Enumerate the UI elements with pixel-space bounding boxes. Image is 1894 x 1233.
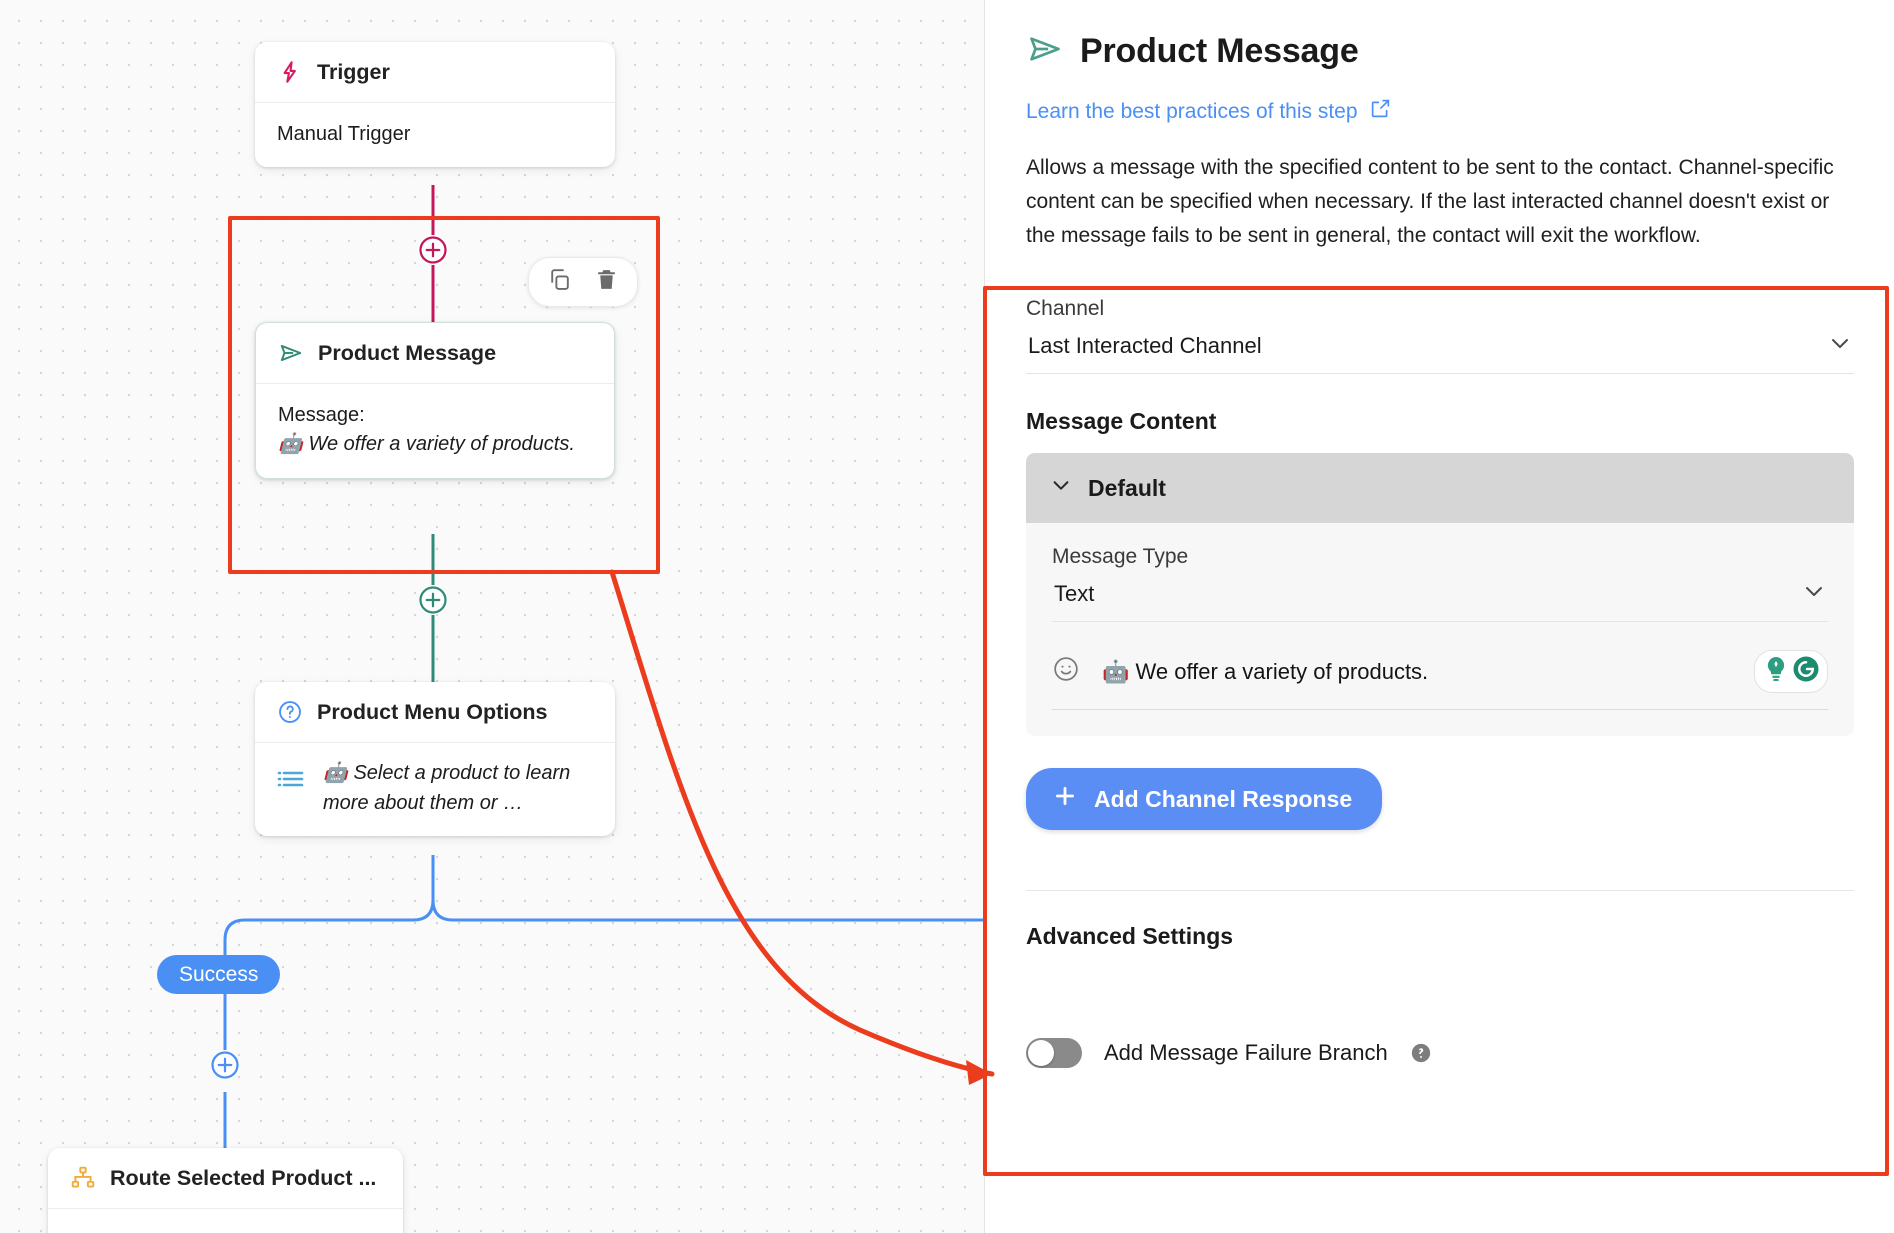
copy-icon[interactable] bbox=[547, 267, 572, 297]
list-icon bbox=[277, 767, 305, 800]
node-product-menu-options-header: Product Menu Options bbox=[255, 682, 615, 743]
default-response-accordion-body: Message Type Text bbox=[1026, 523, 1854, 736]
add-channel-response-label: Add Channel Response bbox=[1094, 785, 1353, 812]
panel-header: Product Message bbox=[1026, 30, 1854, 73]
channel-label: Channel bbox=[1026, 297, 1105, 321]
node-trigger-body: Manual Trigger bbox=[277, 123, 411, 145]
node-menu-options-text: 🤖 Select a product to learn more about t… bbox=[323, 762, 571, 814]
message-content-label: Message Content bbox=[1026, 408, 1217, 435]
chevron-down-icon[interactable] bbox=[1050, 474, 1072, 502]
failure-branch-row[interactable]: Add Message Failure Branch bbox=[1026, 1038, 1854, 1069]
trash-icon[interactable] bbox=[594, 267, 619, 297]
node-message-text: 🤖 We offer a variety of products. bbox=[278, 433, 575, 455]
question-circle-icon bbox=[277, 699, 303, 725]
step-settings-panel: Product Message Learn the best practices… bbox=[986, 0, 1894, 1233]
add-message-failure-branch-toggle[interactable] bbox=[1026, 1038, 1082, 1069]
help-circle-icon[interactable] bbox=[1410, 1042, 1432, 1064]
page-title: Product Message bbox=[1080, 32, 1359, 70]
plus-icon bbox=[1052, 783, 1078, 815]
default-response-accordion-header[interactable]: Default bbox=[1026, 453, 1854, 524]
node-product-message[interactable]: Product Message Message: 🤖 We offer a va… bbox=[255, 322, 615, 479]
advanced-divider bbox=[1026, 890, 1854, 892]
message-text-row[interactable]: 🤖 We offer a variety of products. bbox=[1052, 640, 1828, 711]
sitemap-icon bbox=[70, 1165, 96, 1191]
node-product-menu-options[interactable]: Product Menu Options 🤖 Select a product … bbox=[255, 682, 615, 837]
node-product-message-title: Product Message bbox=[318, 340, 497, 365]
node-route-selected-product-header: Route Selected Product ... bbox=[48, 1148, 403, 1209]
send-icon bbox=[1026, 30, 1064, 73]
message-type-label: Message Type bbox=[1052, 545, 1189, 569]
node-product-message-body: Message: 🤖 We offer a variety of product… bbox=[256, 384, 614, 478]
workflow-canvas[interactable]: Trigger Manual Trigger bbox=[0, 0, 985, 1233]
step-description: Allows a message with the specified cont… bbox=[1026, 156, 1834, 248]
advanced-settings-label: Advanced Settings bbox=[1026, 923, 1234, 950]
best-practices-link[interactable]: Learn the best practices of this step bbox=[1026, 98, 1391, 125]
channel-field[interactable]: Channel Last Interacted Channel bbox=[1026, 297, 1854, 375]
message-assist-icons[interactable] bbox=[1754, 650, 1828, 694]
lightbulb-ai-icon[interactable] bbox=[1761, 654, 1791, 689]
add-step-button-3[interactable] bbox=[210, 1050, 240, 1080]
node-product-message-header: Product Message bbox=[256, 323, 614, 384]
add-step-button-2[interactable] bbox=[418, 585, 448, 615]
message-type-value: Text bbox=[1054, 580, 1095, 606]
node-trigger-title: Trigger bbox=[317, 59, 390, 84]
grammarly-icon[interactable] bbox=[1791, 654, 1821, 689]
add-step-button-1[interactable] bbox=[418, 235, 448, 265]
chevron-down-icon[interactable] bbox=[1828, 331, 1852, 360]
channel-value: Last Interacted Channel bbox=[1028, 332, 1262, 358]
node-trigger-header: Trigger bbox=[255, 42, 615, 103]
smiley-icon[interactable] bbox=[1052, 655, 1080, 688]
send-icon bbox=[278, 340, 304, 366]
best-practices-link-label: Learn the best practices of this step bbox=[1026, 99, 1358, 123]
badge-success[interactable]: Success bbox=[157, 955, 281, 994]
add-channel-response-button[interactable]: Add Channel Response bbox=[1026, 768, 1383, 831]
node-route-selected-product-title: Route Selected Product ... bbox=[110, 1165, 377, 1190]
message-text-value[interactable]: 🤖 We offer a variety of products. bbox=[1102, 658, 1429, 684]
node-route-selected-product[interactable]: Route Selected Product ... bbox=[48, 1148, 403, 1233]
node-product-menu-options-title: Product Menu Options bbox=[317, 699, 548, 724]
canvas-right-border bbox=[984, 0, 985, 1233]
lightning-icon bbox=[277, 59, 303, 85]
chevron-down-icon[interactable] bbox=[1802, 579, 1826, 608]
message-type-select[interactable]: Text bbox=[1052, 569, 1828, 623]
node-action-toolbar[interactable] bbox=[528, 257, 638, 307]
node-trigger[interactable]: Trigger Manual Trigger bbox=[255, 42, 615, 167]
external-link-icon bbox=[1370, 98, 1391, 125]
channel-select[interactable]: Last Interacted Channel bbox=[1026, 321, 1854, 375]
node-message-label: Message: bbox=[278, 404, 365, 426]
node-route-selected-product-body bbox=[48, 1209, 403, 1233]
default-response-accordion[interactable]: Default Message Type Text bbox=[1026, 453, 1854, 737]
add-message-failure-branch-label: Add Message Failure Branch bbox=[1104, 1040, 1388, 1066]
connector-lines bbox=[223, 185, 985, 1152]
node-product-menu-options-body: 🤖 Select a product to learn more about t… bbox=[255, 743, 615, 836]
default-response-accordion-label: Default bbox=[1088, 474, 1166, 501]
